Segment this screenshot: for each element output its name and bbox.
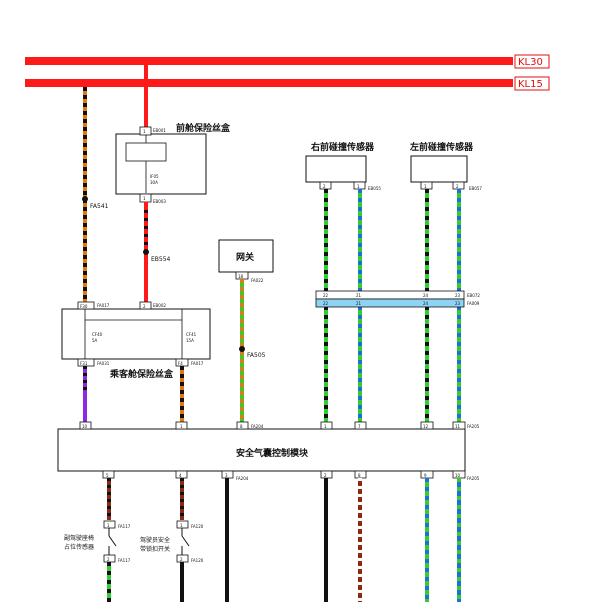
kl30-tag	[514, 54, 550, 69]
svg-text:1: 1	[143, 129, 146, 134]
sensor-wires	[324, 189, 461, 428]
gateway-box: 网关 18 FA022	[218, 239, 274, 283]
svg-text:2: 2	[180, 557, 183, 562]
svg-text:21: 21	[356, 301, 362, 306]
svg-text:2: 2	[323, 184, 326, 189]
svg-text:8: 8	[240, 424, 243, 429]
module-bottom-connector: FA204	[236, 476, 249, 481]
front-fuse-box-title: 前舱保险丝盒	[176, 122, 231, 134]
svg-text:FA120: FA120	[191, 558, 204, 563]
splice-fa541-label: FA541	[90, 203, 109, 210]
svg-text:1: 1	[357, 184, 360, 189]
svg-text:1: 1	[143, 196, 146, 201]
module-top-right-connector: FA205	[467, 424, 480, 429]
svg-text:22: 22	[323, 301, 329, 306]
svg-text:CF40: CF40	[92, 332, 103, 337]
svg-text:9: 9	[424, 473, 427, 478]
left-sensor-title: 左前碰撞传感器	[409, 141, 474, 153]
passenger-switch-title-2: 占位传感器	[64, 543, 94, 551]
kl15-rail	[25, 79, 513, 87]
svg-text:2: 2	[107, 557, 110, 562]
airbag-module-title: 安全气囊控制模块	[236, 447, 309, 459]
svg-text:15A: 15A	[186, 338, 194, 343]
svg-text:23: 23	[455, 301, 461, 306]
front-fuse-top-connector: EB001	[153, 128, 166, 133]
splice-fa505-label: FA505	[247, 352, 266, 359]
svg-text:2: 2	[324, 473, 327, 478]
svg-text:22: 22	[323, 293, 329, 298]
module-bottom-wires	[107, 478, 461, 602]
svg-text:1: 1	[107, 523, 110, 528]
front-fuse-box: 1 EB001 IF05 30A 1 EB003 前舱保险丝盒	[115, 122, 231, 204]
passenger-occupancy-switch: 1 FA117 2 FA117 副驾驶座椅 占位传感器	[64, 520, 131, 602]
gateway-connector: FA022	[251, 278, 264, 283]
splice-eb554	[143, 249, 149, 255]
svg-text:FA031: FA031	[97, 361, 110, 366]
svg-text:7: 7	[358, 424, 361, 429]
module-bottom-right-connector: FA205	[467, 476, 480, 481]
right-sensor-connector: EB055	[368, 186, 381, 191]
svg-text:24: 24	[423, 293, 429, 298]
svg-text:11: 11	[455, 424, 461, 429]
svg-text:1: 1	[180, 523, 183, 528]
svg-text:30A: 30A	[150, 180, 158, 185]
cabin-fuse-box-title: 乘客舱保险丝盒	[109, 368, 174, 380]
svg-text:10: 10	[82, 424, 88, 429]
kl15-junction	[81, 79, 89, 87]
kl15-tag	[514, 76, 550, 91]
cabin-fuse-box: F30 FA017 2 EB002 CF40 5A CF41 15A F31 F…	[61, 301, 211, 380]
kl30-label: KL30	[518, 57, 543, 68]
svg-text:10: 10	[455, 473, 461, 478]
kl30-rail	[25, 57, 513, 65]
svg-text:CF41: CF41	[186, 332, 197, 337]
svg-text:4: 4	[179, 473, 182, 478]
svg-text:F30: F30	[80, 304, 88, 309]
svg-text:FA117: FA117	[118, 524, 131, 529]
svg-text:FA120: FA120	[191, 524, 204, 529]
right-crash-sensor: 右前碰撞传感器 2 1 EB055	[305, 141, 381, 191]
inline-connector: 22 21 24 23 22 21 24 23 EB072 FA009	[315, 290, 480, 308]
kl15-label: KL15	[518, 79, 543, 90]
svg-text:23: 23	[455, 293, 461, 298]
right-sensor-title: 右前碰撞传感器	[310, 141, 375, 153]
left-crash-sensor: 左前碰撞传感器 1 2 EB057	[409, 141, 482, 191]
svg-text:1: 1	[324, 424, 327, 429]
svg-text:5A: 5A	[92, 338, 98, 343]
gateway-title: 网关	[236, 251, 254, 263]
kl30-junction	[142, 57, 150, 65]
svg-text:EB002: EB002	[153, 303, 166, 308]
svg-text:18: 18	[238, 274, 244, 279]
left-sensor-connector: EB057	[469, 186, 482, 191]
svg-text:F31: F31	[80, 361, 88, 366]
splice-eb554-label: EB554	[151, 256, 171, 263]
splice-fa505	[239, 346, 245, 352]
inline-connector-bottom-label: FA009	[467, 301, 480, 306]
driver-switch-title-1: 驾驶员安全	[140, 536, 170, 544]
front-fuse-bottom-connector: EB003	[153, 199, 166, 204]
splice-fa541	[82, 196, 88, 202]
driver-buckle-switch: 1 FA120 2 FA120 驾驶员安全 带锁扣开关	[140, 520, 204, 602]
driver-switch-title-2: 带锁扣开关	[140, 545, 170, 553]
inline-connector-top-label: EB072	[467, 293, 480, 298]
front-fuse-relay	[125, 142, 167, 162]
svg-text:1: 1	[424, 184, 427, 189]
svg-text:2: 2	[456, 184, 459, 189]
module-top-connector: FA204	[251, 424, 264, 429]
svg-text:FA117: FA117	[118, 558, 131, 563]
svg-text:3: 3	[225, 473, 228, 478]
passenger-switch-title-1: 副驾驶座椅	[64, 534, 94, 542]
svg-text:1: 1	[180, 424, 183, 429]
svg-text:8: 8	[358, 473, 361, 478]
svg-text:2: 2	[143, 304, 146, 309]
svg-text:5: 5	[106, 473, 109, 478]
svg-text:F4: F4	[178, 361, 183, 366]
airbag-module: 安全气囊控制模块 10 1 8 FA204 1 7 12 11 FA205 5 …	[57, 421, 480, 481]
svg-text:24: 24	[423, 301, 429, 306]
svg-text:12: 12	[423, 424, 429, 429]
svg-text:FA017: FA017	[191, 361, 204, 366]
svg-text:IF05: IF05	[150, 174, 159, 179]
svg-text:FA017: FA017	[97, 303, 110, 308]
svg-text:21: 21	[356, 293, 362, 298]
